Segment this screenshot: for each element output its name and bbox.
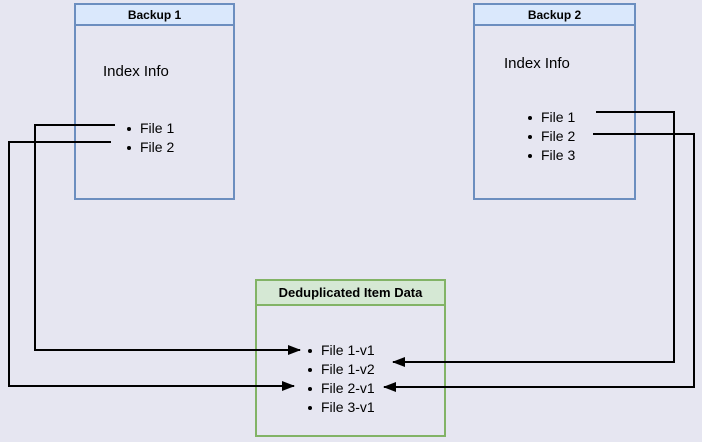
list-item: File 3-v1 [308,398,375,417]
bullet-icon [127,126,131,131]
backup1-file-1: File 1 [140,120,175,136]
bullet-icon [308,386,312,391]
backup1-title: Backup 1 [76,5,233,26]
backup1-file-2: File 2 [140,139,175,155]
backup2-file-list: File 1 File 2 File 3 [528,108,575,165]
backup2-title: Backup 2 [475,5,634,26]
backup1-box: Backup 1 Index Info File 1 File 2 [74,3,235,200]
list-item: File 1 [528,108,575,127]
list-item: File 2 [127,138,174,157]
dedup-file-2-v1: File 2-v1 [321,380,375,396]
dedup-file-3-v1: File 3-v1 [321,399,375,415]
backup2-file-1: File 1 [541,109,576,125]
dedup-file-1-v2: File 1-v2 [321,361,375,377]
bullet-icon [308,367,312,372]
bullet-icon [308,405,312,410]
dedup-item-list: File 1-v1 File 1-v2 File 2-v1 File 3-v1 [308,341,375,417]
bullet-icon [528,153,532,158]
backup2-file-3: File 3 [541,147,576,163]
bullet-icon [127,145,131,150]
bullet-icon [308,348,312,353]
backup2-index-info-label: Index Info [504,55,570,72]
list-item: File 1-v1 [308,341,375,360]
deduplicated-item-data-box: Deduplicated Item Data File 1-v1 File 1-… [255,279,446,437]
dedup-file-1-v1: File 1-v1 [321,342,375,358]
list-item: File 1 [127,119,174,138]
backup2-file-2: File 2 [541,128,576,144]
dedup-title: Deduplicated Item Data [257,281,444,306]
list-item: File 1-v2 [308,360,375,379]
backup1-index-info-label: Index Info [103,63,169,80]
list-item: File 2-v1 [308,379,375,398]
bullet-icon [528,115,532,120]
backup1-file-list: File 1 File 2 [127,119,174,157]
backup2-box: Backup 2 Index Info File 1 File 2 File 3 [473,3,636,200]
bullet-icon [528,134,532,139]
list-item: File 3 [528,146,575,165]
list-item: File 2 [528,127,575,146]
